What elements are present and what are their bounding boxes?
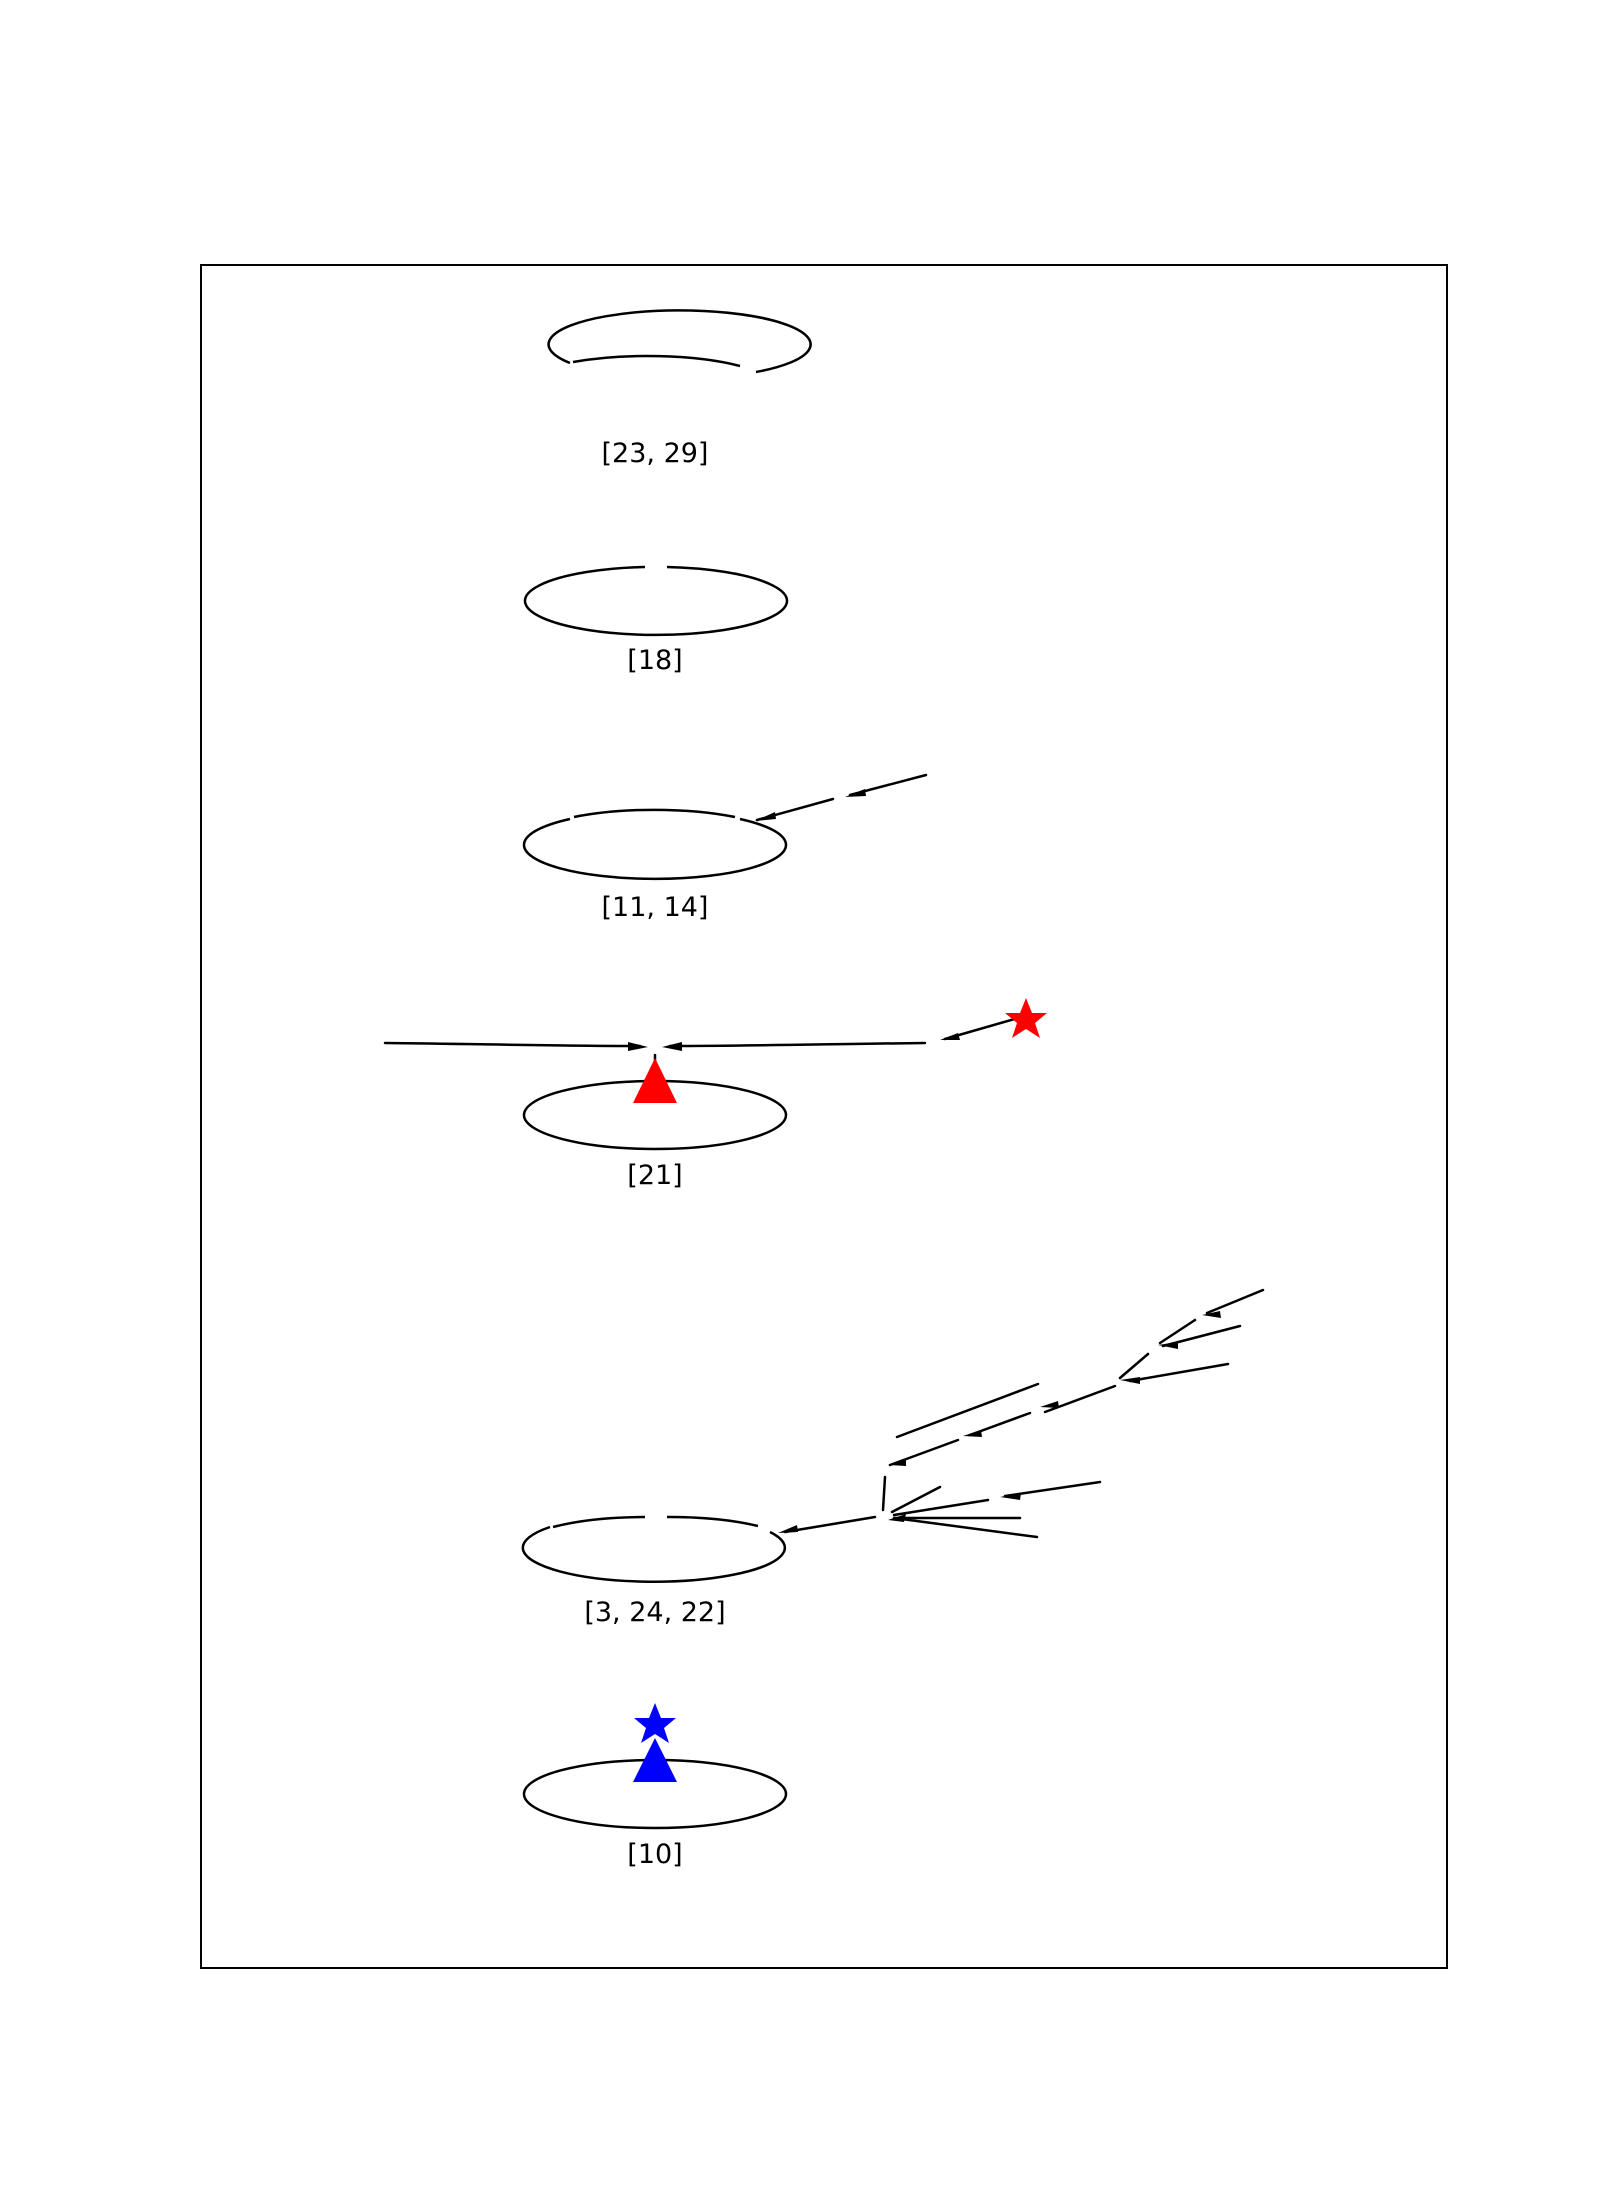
- arrowhead: [628, 1042, 648, 1051]
- arrowhead: [963, 1430, 982, 1437]
- edge: [892, 1516, 1039, 1539]
- edge: [890, 1485, 942, 1514]
- cluster-3-24-22: [3, 24, 22]: [521, 1288, 1265, 1628]
- arrowhead: [845, 789, 866, 797]
- edge: [1205, 1288, 1265, 1315]
- edge: [1118, 1352, 1150, 1380]
- cluster-label: [18]: [627, 645, 682, 676]
- cluster-label: [10]: [627, 1839, 682, 1870]
- edge: [783, 1515, 877, 1534]
- arrowhead: [1202, 1311, 1221, 1318]
- cluster-18: [18]: [523, 565, 789, 676]
- cluster-label: [11, 14]: [602, 892, 709, 923]
- edge: [1158, 1318, 1197, 1345]
- cycle-loop: [547, 309, 812, 374]
- cycle-loop: [522, 808, 788, 881]
- cluster-label: [3, 24, 22]: [584, 1597, 725, 1628]
- arrowhead: [778, 1525, 798, 1533]
- red-star-marker: [1005, 998, 1047, 1038]
- arrowhead: [1158, 1342, 1178, 1349]
- arrowhead: [1040, 1401, 1059, 1408]
- arrowhead: [888, 1514, 906, 1522]
- edge: [1128, 1362, 1230, 1383]
- edge: [383, 1041, 642, 1048]
- arrowhead: [888, 1459, 906, 1466]
- edge: [892, 1498, 990, 1517]
- plot-frame: [200, 264, 1448, 1969]
- edge: [668, 1041, 927, 1048]
- cluster-21: [21]: [383, 998, 1047, 1191]
- cycle-loop: [521, 1515, 787, 1583]
- edge: [895, 1382, 1040, 1439]
- red-triangle-marker: [633, 1058, 677, 1103]
- cluster-label: [23, 29]: [602, 438, 709, 469]
- cluster-11-14: [11, 14]: [522, 773, 928, 923]
- arrowhead: [1120, 1377, 1140, 1384]
- blue-triangle-marker: [633, 1738, 677, 1782]
- arrowhead: [1000, 1493, 1021, 1500]
- cluster-10: [10]: [522, 1703, 788, 1870]
- arrowhead: [755, 812, 776, 821]
- cluster-label: [21]: [627, 1160, 682, 1191]
- arrowhead: [662, 1042, 682, 1051]
- blue-star-marker: [634, 1703, 676, 1743]
- cycle-loop: [523, 565, 789, 637]
- edge: [881, 1475, 887, 1512]
- arrowhead: [940, 1033, 960, 1040]
- cluster-23-29: [23, 29]: [547, 309, 812, 469]
- edge: [1043, 1384, 1117, 1414]
